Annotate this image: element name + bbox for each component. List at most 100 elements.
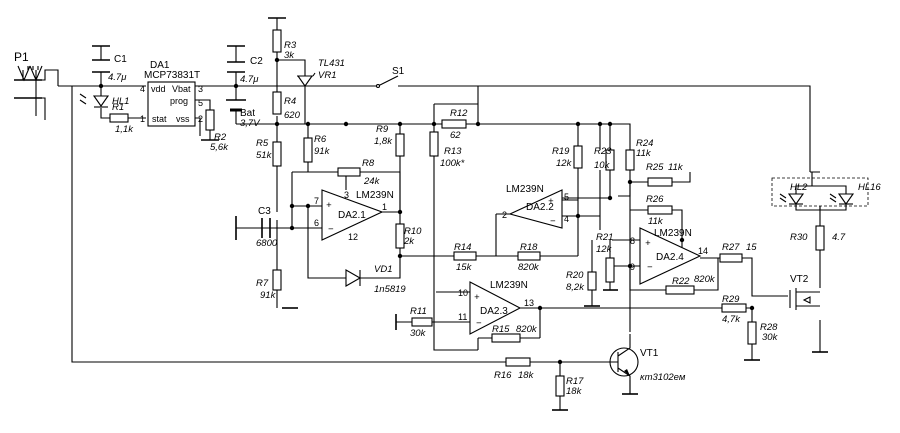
resistor-r12-ref: R12 — [450, 108, 468, 119]
capacitor-c3: C3 6800 — [236, 206, 292, 249]
led-hl2: HL2 — [771, 172, 869, 211]
resistor-r29: R29 4,7k — [721, 294, 747, 325]
resistor-r5-value: 51k — [256, 150, 273, 161]
da24-part: LM239N — [654, 228, 692, 239]
resistor-r26-ref: R26 — [646, 194, 664, 205]
resistor-r28: R28 30k — [747, 321, 779, 345]
da22-part: LM239N — [506, 184, 544, 195]
resistor-r5: R5 51k — [256, 138, 282, 167]
resistor-r17-value: 18k — [566, 386, 583, 397]
resistor-r14-value: 15k — [456, 262, 473, 273]
connector-p1: P1 — [14, 50, 43, 82]
resistor-r2-ref: R2 — [214, 132, 227, 143]
led-hl16-label: HL16 — [858, 182, 881, 193]
da23-minus: − — [476, 318, 482, 329]
charger-pin-vss: vss — [176, 114, 190, 124]
resistor-r19-value: 12k — [556, 158, 573, 169]
da23-pin-11: 11 — [458, 312, 467, 322]
capacitor-c1-value: 4.7μ — [108, 72, 127, 83]
resistor-r1-value: 1,1k — [115, 124, 134, 135]
resistor-r28-ref: R28 — [760, 322, 778, 333]
resistor-r22-ref: R22 — [672, 276, 690, 287]
da23-part: LM239N — [490, 280, 528, 291]
resistor-r27-value: 15 — [746, 242, 757, 253]
resistor-r13: R13 100k* — [429, 131, 465, 169]
resistor-r2: R2 5,6k — [205, 109, 229, 153]
resistor-r26-value: 11k — [648, 216, 664, 227]
resistor-r21: R21 12k — [596, 232, 615, 283]
charger-pin-prog: prog — [170, 96, 188, 106]
da21-plus: + — [326, 200, 332, 211]
da23-pin-13: 13 — [524, 298, 534, 308]
resistor-r19: R19 12k — [552, 145, 583, 169]
resistor-r6-value: 91k — [314, 146, 331, 157]
charger-pin-3: 3 — [198, 84, 203, 94]
resistor-r1: R1 1,1k — [109, 102, 134, 135]
charger-pin-4: 4 — [140, 84, 145, 94]
resistor-r22: R22 820k — [665, 274, 716, 295]
capacitor-c2-ref: C2 — [250, 56, 263, 67]
resistor-r7-value: 91k — [260, 290, 277, 301]
zener-vr1: TL431 VR1 — [296, 58, 345, 87]
da23-label: DA2.3 — [480, 306, 508, 317]
charger-pin-5: 5 — [198, 98, 203, 108]
ground-symbols — [92, 17, 828, 411]
resistor-r17-ref: R17 — [566, 376, 584, 387]
switch-s1: S1 — [375, 66, 405, 89]
resistor-r25: R25 11k — [646, 162, 684, 187]
resistor-r15-ref: R15 — [492, 324, 510, 335]
led-hl1-label: HL1 — [112, 96, 129, 107]
transistor-vt1: VT1 кт3102ем — [608, 334, 686, 394]
transistor-vt2: VT2 — [789, 274, 820, 310]
battery-ref: Bat — [240, 108, 255, 119]
capacitor-c2: C2 4.7μ — [227, 56, 263, 85]
resistor-r18-value: 820k — [518, 262, 540, 273]
resistor-r19-ref: R19 — [552, 146, 570, 157]
da24-pin-14: 14 — [698, 246, 708, 256]
resistor-r6-ref: R6 — [314, 134, 327, 145]
resistor-r8: R8 24k — [337, 158, 381, 187]
da21-minus: − — [328, 224, 334, 235]
da21-pin-3: 3 — [344, 190, 349, 200]
charger-ref: DA1 — [150, 60, 170, 71]
resistor-r10-value: 2k — [403, 236, 415, 247]
da21-part: LM239N — [356, 190, 394, 201]
resistor-r29-ref: R29 — [722, 294, 740, 305]
resistor-r12-value: 62 — [450, 130, 461, 141]
charger-pin-vdd: vdd — [151, 84, 166, 94]
resistor-r5-ref: R5 — [256, 138, 269, 149]
comparator-da22: + − DA2.2 LM239N 5 2 4 — [502, 184, 569, 229]
resistor-r29-value: 4,7k — [722, 314, 741, 325]
capacitor-c3-ref: C3 — [258, 206, 271, 217]
wires — [14, 18, 821, 410]
resistor-r22-value: 820k — [694, 274, 716, 285]
resistor-r13-ref: R13 — [444, 146, 462, 157]
resistor-r9: R9 1,8k — [374, 124, 405, 157]
resistor-r8-value: 24k — [363, 176, 381, 187]
resistor-r11-ref: R11 — [410, 306, 427, 317]
comparator-da21: + − DA2.1 LM239N 3 7 6 1 12 — [314, 189, 394, 242]
da22-pin-4: 4 — [564, 214, 569, 224]
da21-pin-6: 6 — [314, 218, 319, 228]
da24-label: DA2.4 — [656, 252, 684, 263]
resistor-r20-ref: R20 — [566, 270, 584, 281]
resistor-r14: R14 15k — [453, 242, 477, 273]
da24-plus: + — [645, 238, 651, 249]
da21-pin-12: 12 — [348, 232, 358, 242]
resistor-r27-ref: R27 — [722, 242, 740, 253]
resistor-r1-ref: R1 — [112, 102, 124, 113]
da23-pin-10: 10 — [458, 288, 468, 298]
junction-dots — [98, 57, 755, 365]
resistor-r2-value: 5,6k — [210, 142, 229, 153]
resistor-r30-ref: R30 — [790, 232, 808, 243]
resistor-r9-ref: R9 — [376, 124, 389, 135]
resistor-r3-value: 3k — [284, 50, 295, 61]
resistor-r16: R16 18k — [494, 357, 535, 381]
resistor-r26: R26 11k — [646, 194, 673, 227]
battery-value: 3,7V — [240, 118, 261, 129]
vt1-value: кт3102ем — [640, 372, 686, 383]
resistor-r17: R17 18k — [555, 375, 584, 397]
resistor-r25-ref: R25 — [646, 162, 664, 173]
da24-minus: − — [647, 262, 653, 273]
vd1-value: 1n5819 — [374, 284, 406, 295]
